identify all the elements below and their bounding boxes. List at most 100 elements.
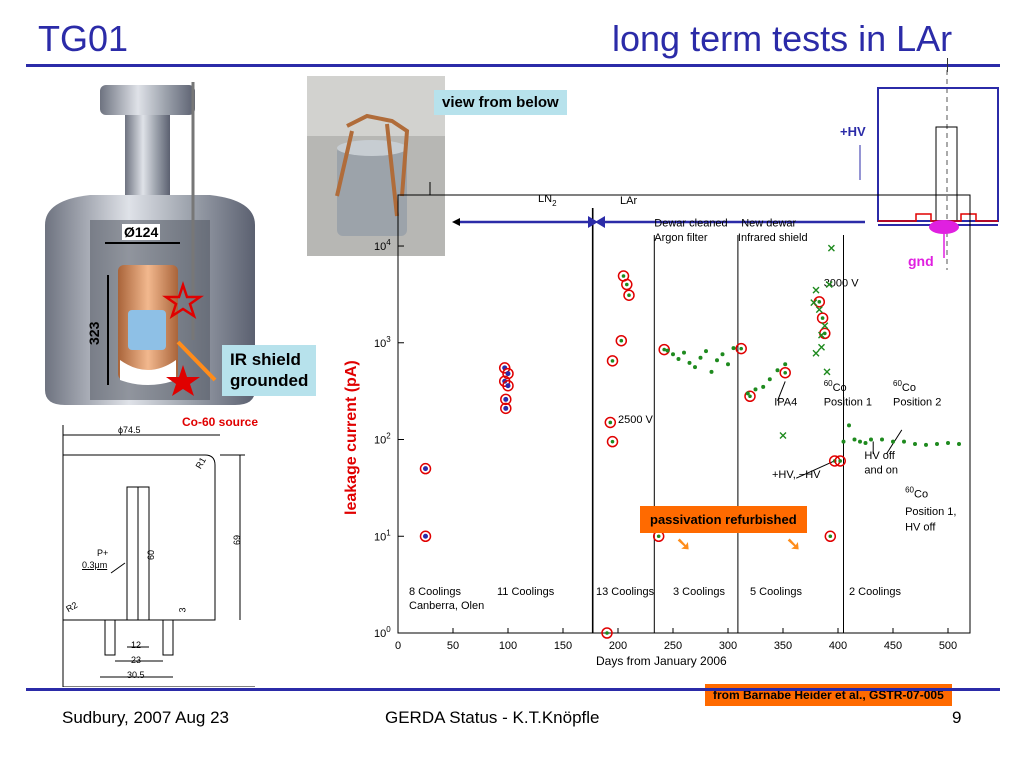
data-point-circle-x [419,530,432,543]
data-point-green-dot [891,439,895,444]
data-point-green-dot [852,437,857,442]
data-point-core [423,466,428,472]
orange-arrow-left: ➘ [676,534,692,554]
ipa4-pointer [777,381,786,401]
data-point-red-circle [606,355,619,367]
y-tick-label: 104 [374,238,391,253]
footer-center: GERDA Status - K.T.Knöpfle [385,708,600,727]
height-label: 323 [86,321,102,345]
data-point-red-circle [615,334,628,347]
data-point-green-dot [761,384,766,389]
data-point-green-x [827,244,835,252]
data-point-circle-x [502,367,514,380]
dim-23-label: 23 [131,655,142,665]
gnd-label: gnd [908,253,934,269]
detector [128,310,166,350]
data-point-green-dot [687,360,692,365]
coolings-label: 3 Coolings [673,586,725,598]
data-point-green-dot [847,423,851,428]
contact-right [162,619,174,656]
dim-305-label: 30.5 [127,670,145,680]
data-point-core [838,459,842,463]
x-tick-label: 400 [829,640,847,652]
data-point-circle-x [500,402,512,415]
x-tick-label: 150 [554,640,572,652]
data-point-green-dot [693,365,697,370]
contact-left [104,619,116,656]
y-tick-label: 101 [374,528,391,543]
chart-annotation: HV off [905,521,936,533]
data-point-core [820,316,825,320]
data-point-green-dot [946,441,950,446]
chart-annotation: Position 1, [905,506,956,518]
data-point-core [503,396,509,402]
x-tick-label: 100 [499,640,517,652]
data-point-green-dot [715,358,719,363]
chart-annotation: 2500 V [618,414,654,426]
x-tick-label: 300 [719,640,737,652]
coolings-label: 2 Coolings [849,586,901,598]
chart-annotation: and on [864,464,898,476]
dim-12-label: 12 [131,640,142,650]
data-point-green-dot [665,348,670,353]
canberra-label: Canberra, Olen [409,600,484,612]
dim-p-thickness-label: 0.3μm [82,560,108,570]
data-point-core [503,405,509,411]
star-outline-icon [162,281,204,319]
y-tick-label: 100 [374,625,391,640]
chart-annotation: IPA4 [774,397,797,409]
data-point-circle-x [500,393,512,406]
left-arrowhead [452,218,460,226]
data-point-green-dot [767,377,772,382]
data-point-green-dot [726,362,730,367]
plot-frame [397,194,971,634]
data-point-green-x [818,331,825,339]
data-point-green-dot [671,352,675,357]
data-point-green-dot [676,356,681,361]
co-label: 60Co [905,486,928,501]
chart-annotation: Dewar cleaned [654,218,727,230]
data-point-green-dot [775,368,780,373]
chart-ylabel: leakage current (pA) [343,360,360,515]
photo-detector [337,146,407,236]
title-rule [26,64,1000,67]
chart-annotation: Argon filter [654,232,708,244]
data-point-red-circle [621,278,633,291]
diameter-label: Ø124 [122,224,161,240]
hv-label: +HV [840,124,866,139]
data-point-core [610,359,615,363]
coolings-label: 5 Coolings [750,586,802,598]
view-from-below-label: view from below [434,90,567,115]
data-point-core [817,300,822,304]
ir-shield-label: IR shield grounded [222,345,317,396]
data-point-green-dot [698,355,703,360]
data-point-red-circle [744,390,756,403]
data-point-green-x [825,281,833,289]
data-point-green-x [812,349,820,357]
dim-3-label: 3 [177,607,188,613]
chart-annotation: HV off [864,450,895,462]
data-point-green-x [810,299,818,307]
data-point-core [739,346,743,351]
lar-arrowhead [595,216,605,228]
data-point-green-x [818,343,825,351]
title-rule-tick [947,58,948,72]
data-point-red-circle [604,416,617,429]
y-tick-label: 103 [374,335,391,350]
ln2-arrowhead [588,216,598,228]
data-point-core [783,370,787,375]
dim-width-label: ϕ74.5 [118,425,141,435]
data-point-core [608,420,613,425]
footer-left: Sudbury, 2007 Aug 23 [62,708,229,727]
chart-annotation: Position 1 [824,397,872,409]
data-point-green-dot [902,439,906,444]
chart-annotation: Position 2 [893,397,941,409]
data-point-core [621,274,626,278]
dim-p-label: P+ [97,548,109,558]
data-point-green-dot [863,441,868,446]
data-point-green-x [823,368,831,376]
x-tick-label: 0 [395,640,401,652]
data-point-green-dot [745,391,750,396]
co-label: 60Co [824,379,847,394]
